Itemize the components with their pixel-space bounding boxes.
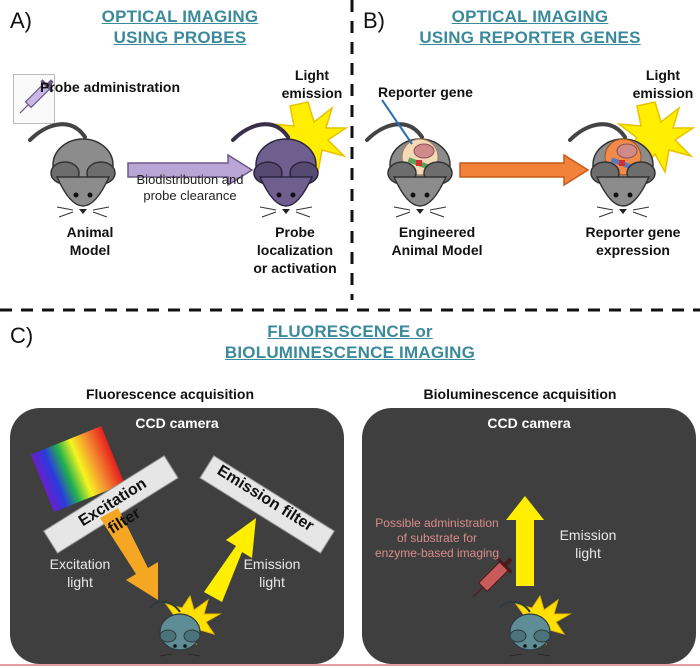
excitation-light-line2: light (67, 574, 93, 590)
panel-a-title: OPTICAL IMAGING USING PROBES (85, 6, 275, 48)
light-emission-b-line2: emission (632, 85, 694, 101)
excitation-light-label: Excitation light (40, 555, 120, 591)
panel-a-title-line2: USING PROBES (113, 28, 247, 47)
panel-c-label: C) (10, 323, 34, 348)
light-starburst-icon (616, 101, 696, 175)
engineered-line2: Animal Model (391, 242, 483, 258)
light-emission-b-line1: Light (645, 67, 681, 83)
bioluminescence-scene (472, 496, 572, 657)
biodistribution-line1: Biodistribution and (136, 172, 244, 187)
syringe-box (13, 74, 55, 124)
emission-light-line2: light (259, 574, 285, 590)
engineered-line1: Engineered (398, 224, 476, 240)
animal-model-label: Animal Model (45, 223, 135, 259)
light-emission-label-a: Light emission (277, 66, 347, 102)
panel-b-title-line1: OPTICAL IMAGING (451, 7, 609, 26)
bio-emission-line2: light (575, 545, 601, 561)
substrate-line3: enzyme-based imaging (374, 546, 500, 560)
bioluminescence-title: Bioluminescence acquisition (423, 386, 617, 402)
engineered-mouse-icon (365, 122, 453, 218)
emission-light-label: Emission light (232, 555, 312, 591)
bioluminescence-ccd-label: CCD camera (487, 415, 571, 431)
biodistribution-label: Biodistribution and probe clearance (125, 172, 255, 204)
emission-filter-icon (199, 455, 335, 554)
probe-localization-line1: Probe (275, 224, 315, 240)
reporter-gene-label: Reporter gene (378, 84, 473, 100)
panel-a-label: A) (10, 8, 32, 33)
probe-administration-label: Probe administration (40, 79, 181, 95)
bio-emission-line1: Emission (559, 527, 617, 543)
mouse-teal-icon (499, 600, 551, 657)
excitation-arrow (100, 508, 158, 600)
expression-line1: Reporter gene (585, 224, 681, 240)
panel-b-title: OPTICAL IMAGING USING REPORTER GENES (405, 6, 655, 48)
mouse-purple-icon (231, 122, 319, 218)
emission-arrow (204, 518, 256, 602)
mouse-teal-icon (149, 600, 201, 657)
probe-localization-label: Probe localization or activation (240, 223, 350, 277)
panel-c-title-line2: BIOLUMINESCENCE IMAGING (224, 343, 476, 362)
biodistribution-line2: probe clearance (143, 188, 237, 203)
light-emission-label-b: Light emission (628, 66, 698, 102)
fluorescence-scene (30, 426, 335, 657)
panel-b-title-line2: USING REPORTER GENES (419, 28, 641, 47)
light-emission-a-line2: emission (281, 85, 343, 101)
panel-c-title: FLUORESCENCE or BIOLUMINESCENCE IMAGING (210, 321, 490, 363)
reporter-expression-label: Reporter gene expression (568, 223, 698, 259)
reporter-gene-pointer (381, 99, 413, 145)
panel-b-label: B) (363, 8, 385, 33)
engineered-model-label: Engineered Animal Model (372, 223, 502, 259)
syringe-icon (19, 79, 54, 114)
bio-emission-arrow (506, 496, 544, 586)
fluorescence-ccd-label: CCD camera (135, 415, 219, 431)
spectrum-light-source (30, 426, 125, 513)
biodistribution-arrow (127, 153, 254, 187)
expression-arrow (459, 153, 590, 187)
expression-line2: expression (596, 242, 670, 258)
probe-localization-line3: or activation (253, 260, 337, 276)
substrate-syringe-icon (472, 557, 513, 598)
substrate-line2: of substrate for (396, 531, 478, 545)
light-emission-a-line1: Light (294, 67, 330, 83)
probe-localization-line2: localization (256, 242, 334, 258)
substrate-label: Possible administration of substrate for… (362, 516, 512, 561)
bio-emission-light-label: Emission light (548, 526, 628, 562)
panel-c-title-line1: FLUORESCENCE or (267, 322, 433, 341)
mouse-gray-icon (28, 122, 116, 218)
emission-light-line1: Emission (243, 556, 301, 572)
animal-model-line2: Model (69, 242, 111, 258)
panel-a-title-line1: OPTICAL IMAGING (101, 7, 259, 26)
excitation-light-line1: Excitation (49, 556, 111, 572)
animal-model-line1: Animal (66, 224, 114, 240)
fluorescence-title: Fluorescence acquisition (85, 386, 255, 402)
substrate-line1: Possible administration (375, 516, 499, 530)
expressing-mouse-icon (568, 122, 656, 218)
